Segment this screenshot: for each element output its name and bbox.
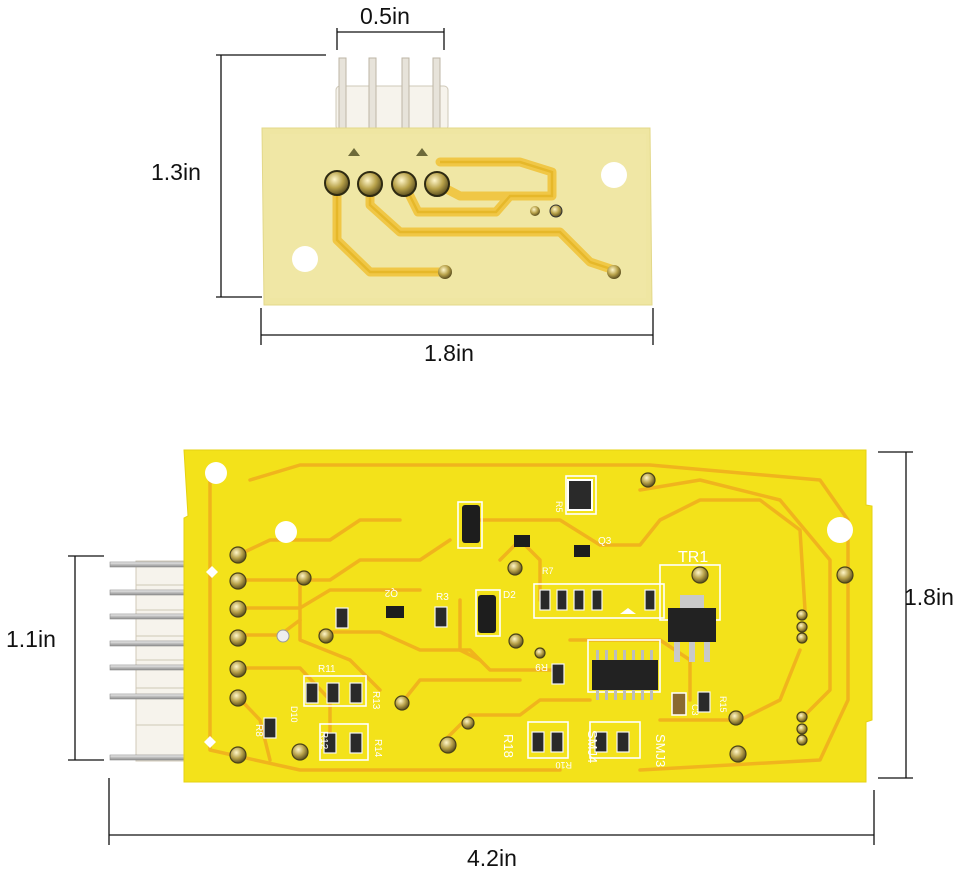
label-c3: C3	[690, 704, 700, 716]
label-r14: R14	[372, 739, 383, 758]
small-board-pads	[324, 170, 621, 279]
label-r10: R10	[555, 760, 572, 770]
label-r7: R7	[542, 566, 554, 576]
label-r12: R12	[318, 731, 329, 750]
small-board-height-label: 1.3in	[151, 159, 201, 185]
label-tr1: TR1	[678, 549, 708, 566]
label-r3: R3	[436, 592, 449, 603]
large-board-pads	[229, 472, 854, 764]
label-r18: R18	[501, 734, 516, 758]
label-d2: D2	[503, 590, 516, 601]
label-d10: D10	[289, 706, 299, 723]
large-board-dimensions	[68, 451, 913, 845]
small-board-dimensions	[216, 28, 654, 345]
large-connector-height-label: 1.1in	[6, 626, 56, 652]
regulator-tr1	[668, 595, 716, 662]
label-r8: R8	[253, 724, 264, 737]
large-board-height-label: 1.8in	[904, 584, 954, 610]
large-connector	[109, 560, 187, 762]
label-r11: R11	[318, 664, 336, 675]
label-r9: R9	[535, 661, 548, 672]
small-board	[261, 57, 653, 306]
large-board: TR1 R18 SMJ3 SMJ4 R11 R12 R13 R14 R8 R9 …	[109, 449, 873, 783]
large-board-width-label: 4.2in	[467, 845, 517, 871]
label-q3: Q3	[598, 536, 612, 547]
label-smj3: SMJ3	[653, 734, 668, 767]
label-smj4: SMJ4	[585, 730, 600, 763]
ic-chip	[592, 650, 658, 700]
small-connector-width-label: 0.5in	[360, 3, 410, 29]
label-r15: R15	[718, 696, 728, 713]
small-board-width-label: 1.8in	[424, 340, 474, 366]
label-r5: R5	[554, 501, 564, 513]
label-q2: Q2	[384, 587, 398, 598]
label-r13: R13	[370, 691, 381, 710]
small-connector	[335, 57, 449, 131]
